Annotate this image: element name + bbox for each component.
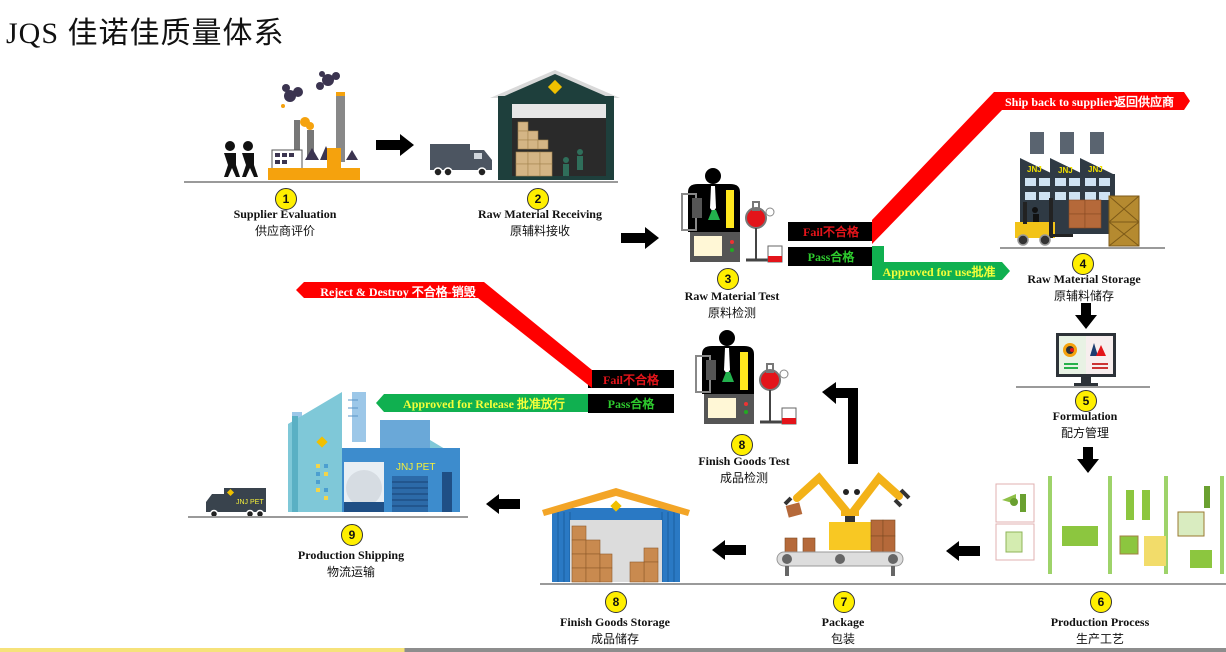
ground-line — [188, 516, 468, 518]
flow-arrow-down — [1077, 447, 1099, 473]
approved-for-release-label: Approved for Release 批准放行 — [403, 396, 565, 411]
flow-arrow-left — [946, 541, 980, 561]
raw-material-storage-illustration: JNJ JNJ JNJ — [1005, 130, 1165, 248]
flow-arrow-down — [1075, 303, 1097, 329]
ground-line — [184, 181, 618, 183]
step-title-en: Production Process — [1050, 615, 1150, 629]
ship-back-route — [872, 92, 1190, 244]
approved-for-use-route — [872, 246, 1010, 280]
step-label-production-process: Production Process 生产工艺 — [1030, 615, 1170, 647]
step-title-cn: 成品储存 — [590, 632, 639, 646]
step-label-package: Package 包装 — [793, 615, 893, 647]
production-process-illustration — [994, 470, 1226, 580]
bottom-accent-bar — [0, 648, 1226, 652]
finish-test-fail-box: Fail不合格 — [588, 370, 674, 388]
step-title-en: Finish Goods Storage — [559, 615, 670, 629]
step-label-formulation: Formulation 配方管理 — [1025, 409, 1145, 441]
formulation-monitor-illustration — [1056, 333, 1116, 387]
package-robot-illustration — [775, 468, 925, 580]
raw-test-fail-box: Fail不合格 — [788, 222, 874, 241]
step-badge: 5 — [1075, 390, 1097, 412]
flow-arrow-right — [621, 227, 659, 249]
step-badge: 6 — [1090, 591, 1112, 613]
step-title-cn: 生产工艺 — [1075, 632, 1124, 646]
ground-line — [1000, 247, 1165, 249]
step-badge: 8 — [605, 591, 627, 613]
step-title-cn: 物流运输 — [326, 565, 375, 579]
reject-destroy-label: Reject & Destroy 不合格-销毁 — [320, 284, 476, 299]
step-badge: 7 — [833, 591, 855, 613]
reject-destroy-route — [296, 282, 592, 388]
jnj-logo-text: JNJ — [1058, 166, 1073, 175]
step-title-en: Formulation — [1052, 409, 1118, 423]
finish-goods-test-illustration — [694, 330, 804, 430]
production-shipping-illustration: JNJ PET JNJ PET — [192, 392, 462, 519]
finish-test-pass-box: Pass合格 — [588, 394, 674, 413]
raw-material-receiving-illustration — [430, 70, 620, 182]
step-label-finish-goods-storage: Finish Goods Storage 成品储存 — [545, 615, 685, 647]
step-badge: 8 — [731, 434, 753, 456]
ship-back-route-label: Ship back to supplier返回供应商 — [1004, 94, 1175, 109]
jnj-logo-text: JNJ — [1088, 165, 1103, 174]
step-title-en: Production Shipping — [297, 548, 405, 562]
step-title-cn: 原辅料储存 — [1053, 289, 1114, 303]
step-badge: 2 — [527, 188, 549, 210]
finish-goods-storage-illustration — [540, 488, 692, 583]
step-title-en: Finish Goods Test — [698, 454, 790, 468]
step-title-en: Raw Material Storage — [1027, 272, 1141, 286]
step-title-en: Raw Material Receiving — [478, 207, 602, 221]
ground-line — [1016, 386, 1150, 388]
supplier-evaluation-illustration — [210, 70, 370, 182]
flow-arrow-left — [486, 494, 520, 514]
step-title-en: Package — [821, 615, 865, 629]
step-badge: 3 — [717, 268, 739, 290]
step-title-cn: 成品检测 — [719, 471, 768, 485]
step-title-cn: 包装 — [830, 632, 855, 646]
flow-arrow-left — [712, 540, 746, 560]
step-label-raw-material-storage: Raw Material Storage 原辅料储存 — [1014, 272, 1154, 304]
step-label-production-shipping: Production Shipping 物流运输 — [281, 548, 421, 580]
approved-for-release-route — [376, 394, 588, 412]
jnj-logo-text: JNJ — [1027, 165, 1042, 174]
step-label-supplier-evaluation: Supplier Evaluation 供应商评价 — [215, 207, 355, 239]
step-label-finish-goods-test: Finish Goods Test 成品检测 — [674, 454, 814, 486]
step-title-cn: 原料检测 — [707, 306, 756, 320]
ground-line — [540, 583, 1226, 585]
step-badge: 1 — [275, 188, 297, 210]
step-badge: 4 — [1072, 253, 1094, 275]
step-title-cn: 供应商评价 — [254, 224, 315, 238]
step-title-cn: 配方管理 — [1060, 426, 1109, 440]
step-title-en: Supplier Evaluation — [233, 207, 337, 221]
step-title-cn: 原辅料接收 — [509, 224, 570, 238]
step-badge: 9 — [341, 524, 363, 546]
jnj-pet-logo-text: JNJ PET — [236, 499, 264, 506]
step-label-raw-material-test: Raw Material Test 原料检测 — [662, 289, 802, 321]
step-label-raw-material-receiving: Raw Material Receiving 原辅料接收 — [460, 207, 620, 239]
step-title-en: Raw Material Test — [684, 289, 780, 303]
flow-arrow-up-left — [822, 382, 860, 464]
page-title: JQS 佳诺佳质量体系 — [6, 17, 285, 50]
flow-arrow-right — [376, 134, 414, 156]
raw-test-pass-box: Pass合格 — [788, 247, 874, 266]
approved-for-use-label: Approved for use批准 — [882, 264, 996, 279]
raw-material-test-illustration — [680, 168, 790, 268]
jnj-pet-logo-text: JNJ PET — [396, 462, 435, 473]
